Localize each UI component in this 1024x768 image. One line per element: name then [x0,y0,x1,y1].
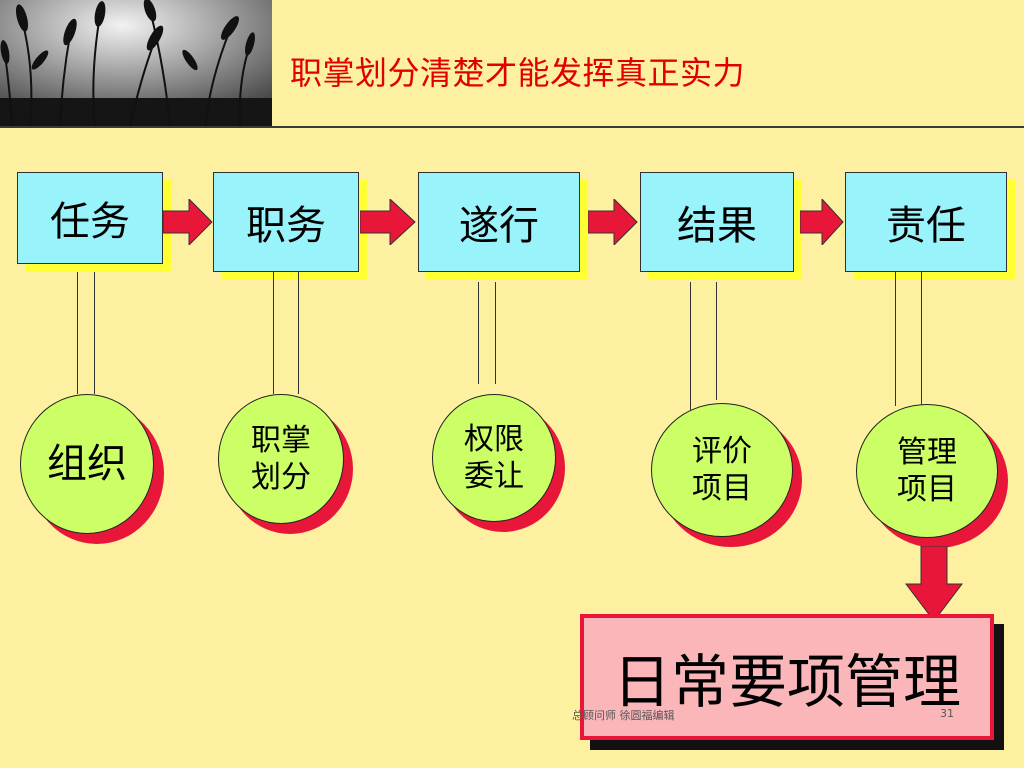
circle-label-line1: 权限 [464,421,524,457]
circle-label-line2: 划分 [251,460,311,495]
right-arrow-icon [163,199,213,245]
connector-line [77,272,78,394]
wheat-photo [0,0,272,127]
connector-line [495,282,496,384]
connector-line [690,282,691,410]
circle-organization: 组织 [20,394,154,534]
connector-line [273,272,274,394]
flow-box-duty: 职务 [213,172,359,272]
circle-label-line2: 项目 [692,471,752,506]
right-arrow-icon [360,199,416,245]
connector-line [895,272,896,406]
footer-credit: 总顾问师 徐圆福编辑 [572,709,675,722]
circle-label-line1: 职掌 [251,422,311,458]
flow-box-result: 结果 [640,172,794,272]
connector-line [94,272,95,394]
result-box: 日常要项管理 [580,614,994,740]
circle-label-line1: 管理 [897,434,957,470]
down-arrow-icon [905,546,963,622]
connector-line [716,282,717,400]
circle-authority-delegation: 权限委让 [432,394,556,522]
connector-line [921,272,922,406]
circle-label: 组织 [47,441,127,487]
connector-line [478,282,479,384]
header-divider [0,126,1024,128]
slide-title: 职掌划分清楚才能发挥真正实力 [290,54,746,92]
right-arrow-icon [800,199,844,245]
flow-box-responsibility: 责任 [845,172,1007,272]
circle-label-line2: 项目 [897,472,957,507]
flow-box-task: 任务 [17,172,163,264]
circle-management-items: 管理项目 [856,404,998,538]
circle-label-line2: 委让 [464,459,524,494]
right-arrow-icon [588,199,638,245]
circle-evaluation-items: 评价项目 [651,403,793,537]
flow-box-execution: 遂行 [418,172,580,272]
circle-duty-division: 职掌划分 [218,394,344,524]
connector-line [298,272,299,394]
page-number: 31 [940,707,954,720]
circle-label-line1: 评价 [692,433,752,469]
